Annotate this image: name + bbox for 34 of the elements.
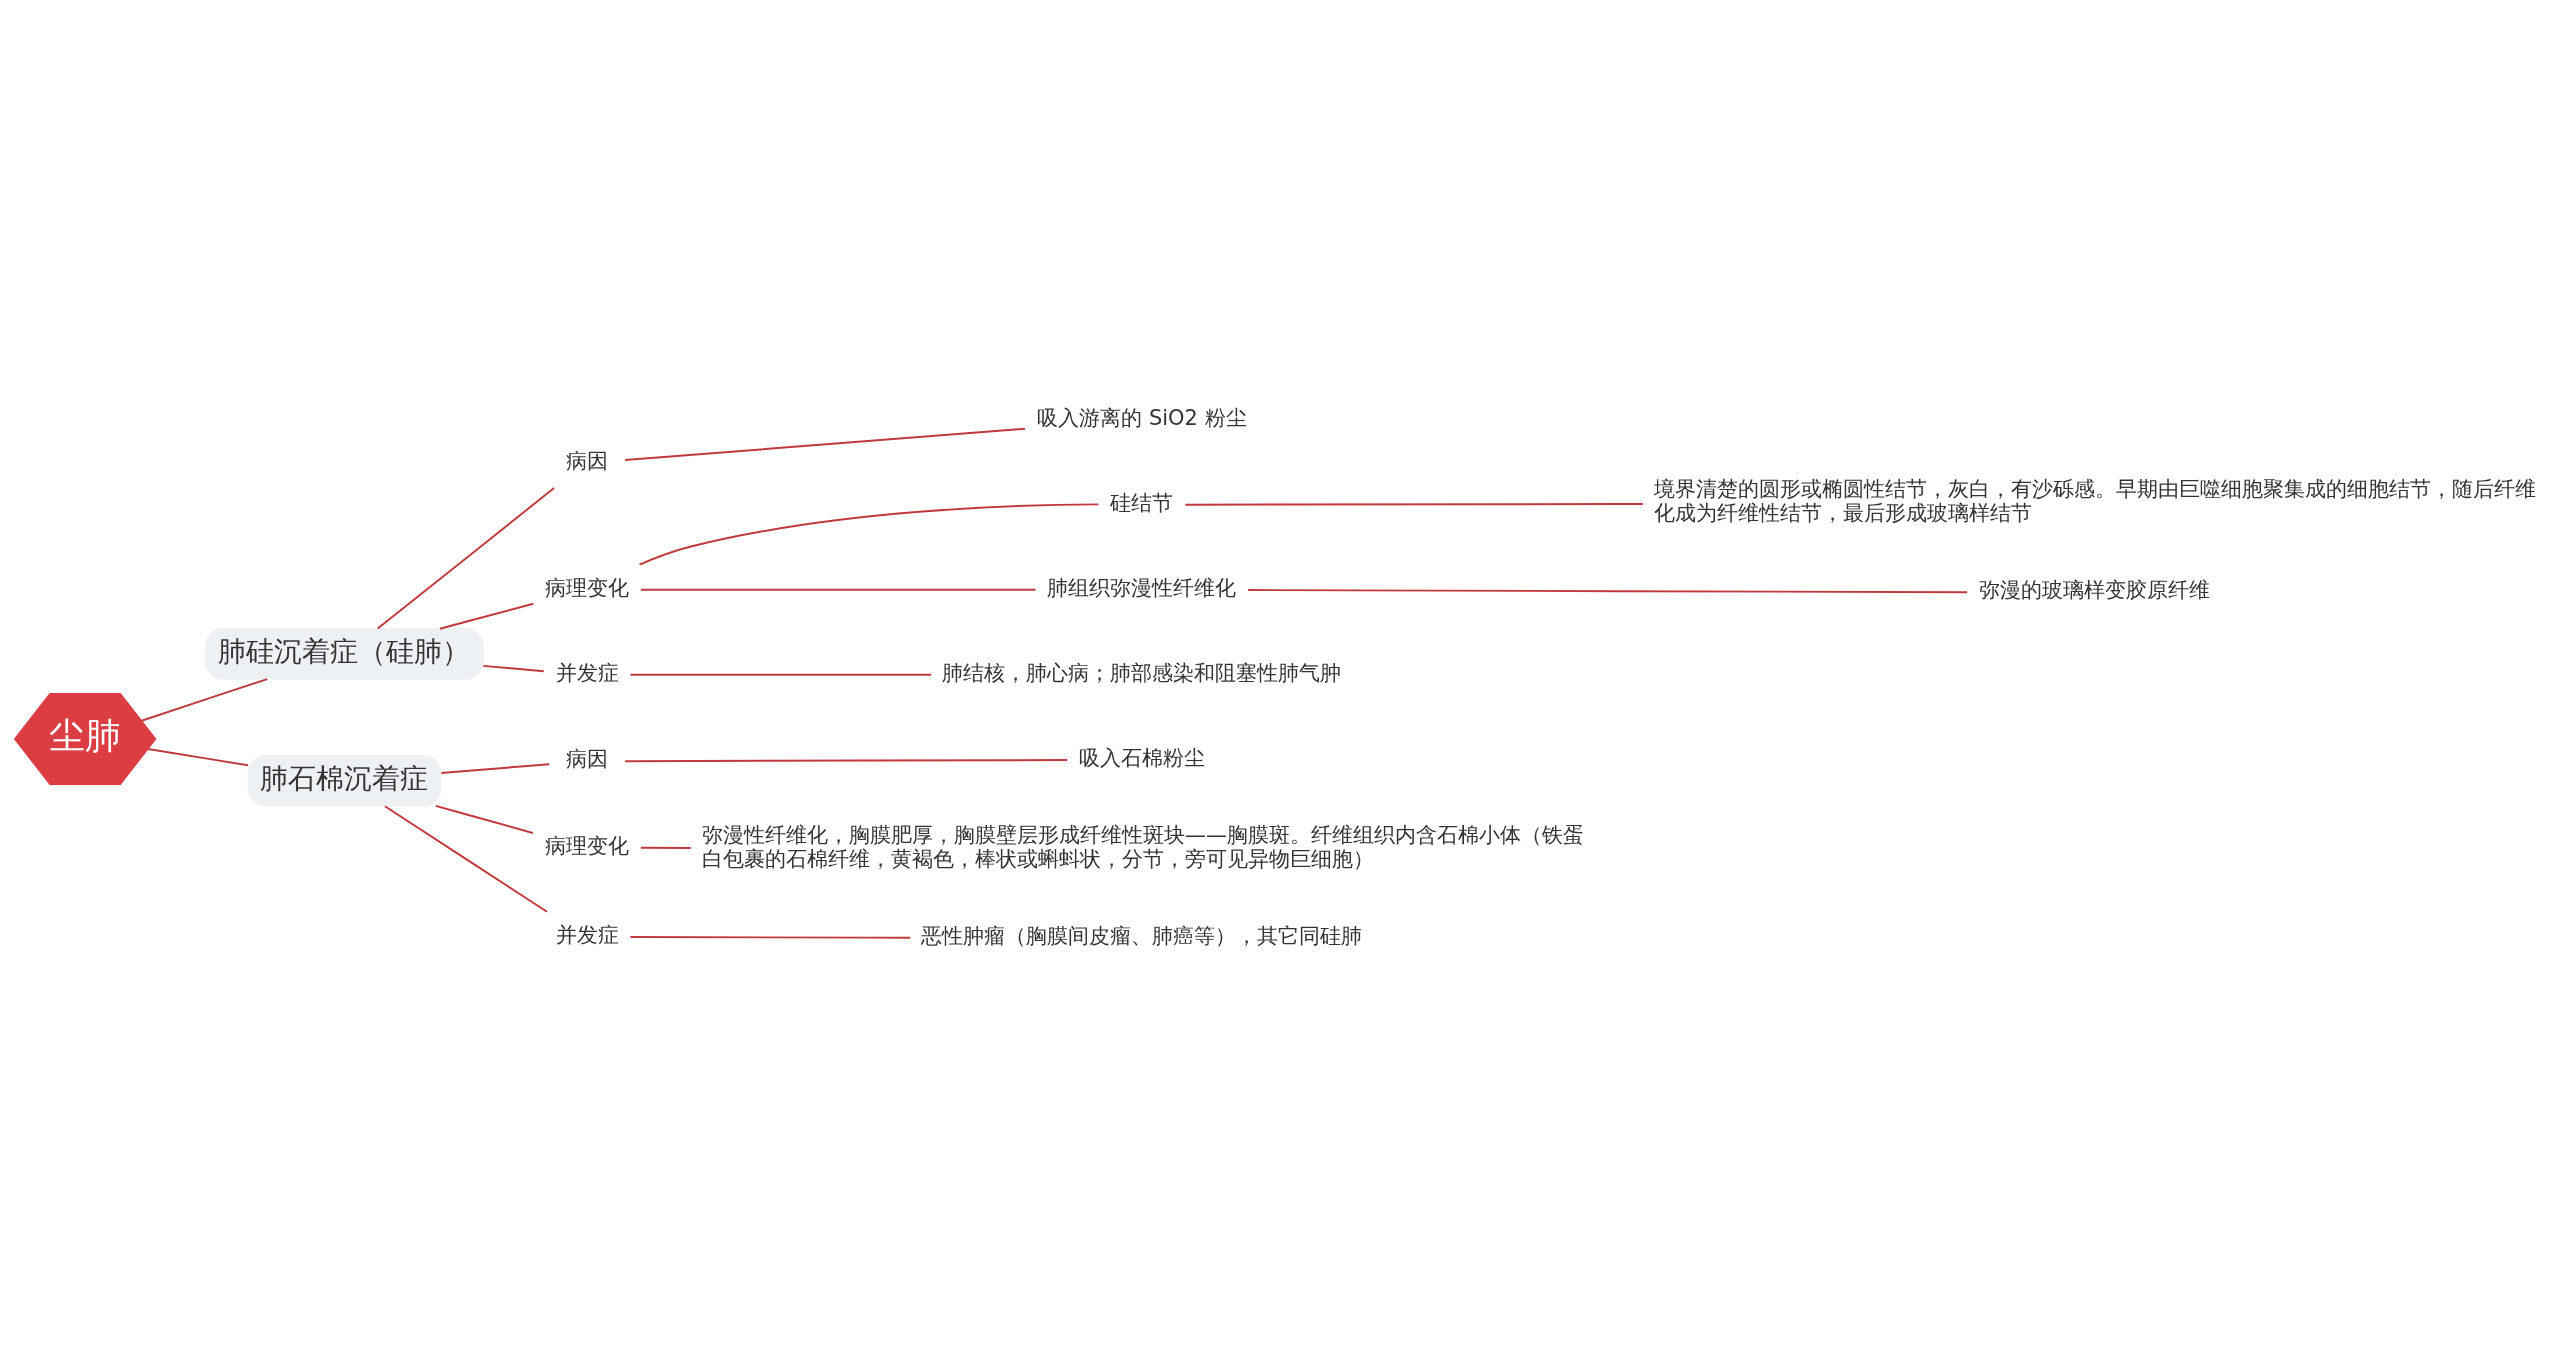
node-text: 病理变化: [545, 575, 630, 600]
connector: [638, 502, 1100, 566]
connector: [482, 664, 545, 672]
connector: [376, 486, 556, 629]
connector: [624, 758, 1069, 762]
node-text: 吸入游离的 SiO2 粉尘: [1037, 405, 1247, 430]
node-text: 病因: [566, 746, 609, 771]
node-text: 恶性肿瘤（胸膜间皮瘤、肺癌等），其它同硅肺: [921, 923, 1363, 948]
node-text: 病理变化: [545, 833, 630, 858]
connector: [383, 804, 548, 913]
node-text: 硅结节: [1110, 490, 1174, 515]
node-text: 并发症: [555, 922, 619, 947]
connector: [639, 846, 692, 849]
connector: [1247, 588, 1969, 593]
connector: [439, 602, 535, 630]
connector: [624, 427, 1026, 461]
node-text: 吸入石棉粉尘: [1078, 745, 1205, 770]
connector: [147, 747, 250, 766]
node-text: 肺结核，肺心病；肺部感染和阻塞性肺气肿: [942, 660, 1342, 685]
connector: [1184, 502, 1644, 506]
node-text: 肺组织弥漫性纤维化: [1047, 575, 1237, 600]
node-box: 肺石棉沉着症: [247, 754, 442, 807]
node-text: 境界清楚的圆形或椭圆性结节，灰白，有沙砾感。早期由巨噬细胞聚集成的细胞结节，随后纤维化成为纤维性结节，最后形成玻璃样结节: [1654, 476, 2537, 525]
connector: [629, 935, 912, 939]
connector: [440, 762, 551, 774]
node-box: 肺硅沉着症（硅肺）: [205, 627, 484, 680]
connector: [434, 804, 534, 834]
connector: [639, 588, 1037, 591]
node-text: 弥漫性纤维化，胸膜肥厚，胸膜壁层形成纤维性斑块——胸膜斑。纤维组织内含石棉小体（铁蛋白包裹的石棉纤维，黄褐色，棒状或蝌蚪状，分节，旁可见异物巨细胞）: [702, 822, 1584, 871]
node-text: 病因: [566, 448, 609, 473]
connector: [140, 677, 269, 722]
node-text: 弥漫的玻璃样变胶原纤维: [1978, 577, 2210, 602]
node-text: 并发症: [555, 660, 619, 685]
connector: [629, 673, 933, 676]
